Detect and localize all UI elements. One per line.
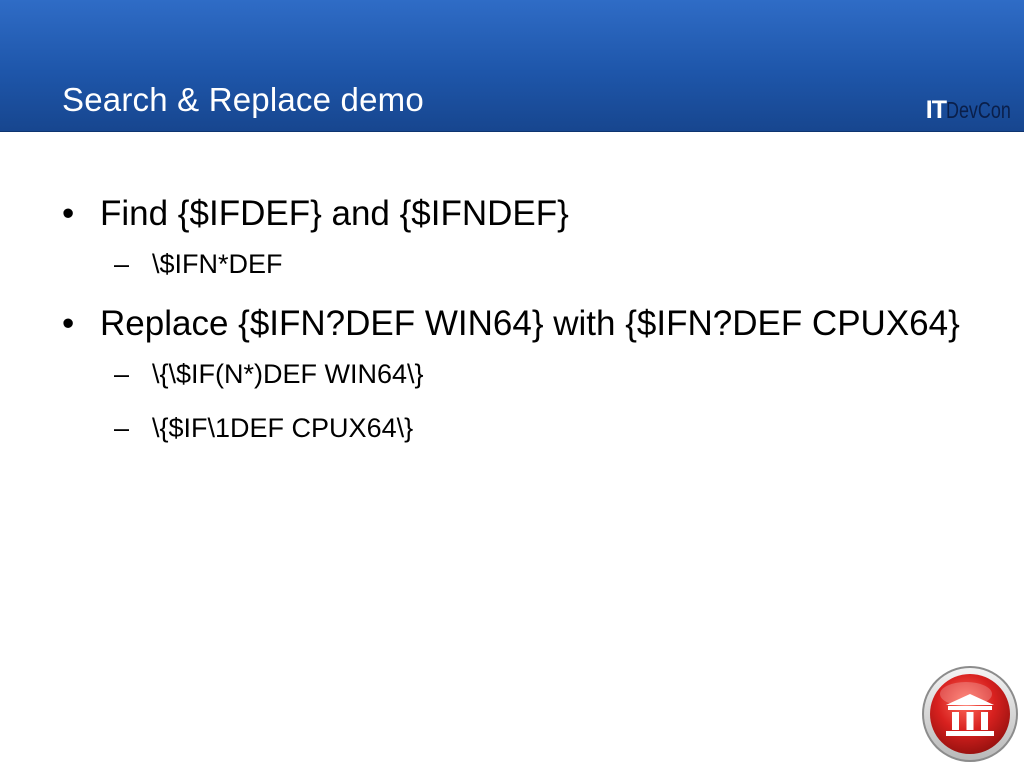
bullet-item: • Replace {$IFN?DEF WIN64} with {$IFN?DE… (62, 298, 962, 350)
sub-bullet-marker: – (114, 413, 130, 443)
bullet-marker: • (62, 304, 75, 343)
slide-title: Search & Replace demo (62, 81, 424, 118)
sub-bullet-item: – \{\$IF(N*)DEF WIN64\} (62, 354, 962, 394)
itdevcon-logo: IT DevCon (926, 94, 1012, 124)
sub-bullet-item: – \{$IF\1DEF CPUX64\} (62, 408, 962, 448)
institution-badge-icon (922, 666, 1018, 762)
logo-devcon: DevCon (946, 97, 1011, 123)
bullet-item: • Find {$IFDEF} and {$IFNDEF} (62, 188, 962, 240)
bullet-text: Find {$IFDEF} and {$IFNDEF} (100, 194, 569, 233)
sub-bullet-marker: – (114, 249, 130, 279)
header-bar: Search & Replace demo IT DevCon (0, 0, 1024, 132)
sub-bullet-text: \$IFN*DEF (152, 249, 283, 279)
logo-it: IT (925, 96, 947, 124)
sub-bullet-marker: – (114, 359, 130, 389)
bullet-text: Replace {$IFN?DEF WIN64} with {$IFN?DEF … (100, 304, 960, 343)
bullet-marker: • (62, 194, 75, 233)
sub-bullet-text: \{\$IF(N*)DEF WIN64\} (152, 359, 424, 389)
sub-bullet-text: \{$IF\1DEF CPUX64\} (152, 413, 414, 443)
sub-bullet-item: – \$IFN*DEF (62, 244, 962, 284)
slide-content: • Find {$IFDEF} and {$IFNDEF} – \$IFN*DE… (62, 188, 962, 462)
